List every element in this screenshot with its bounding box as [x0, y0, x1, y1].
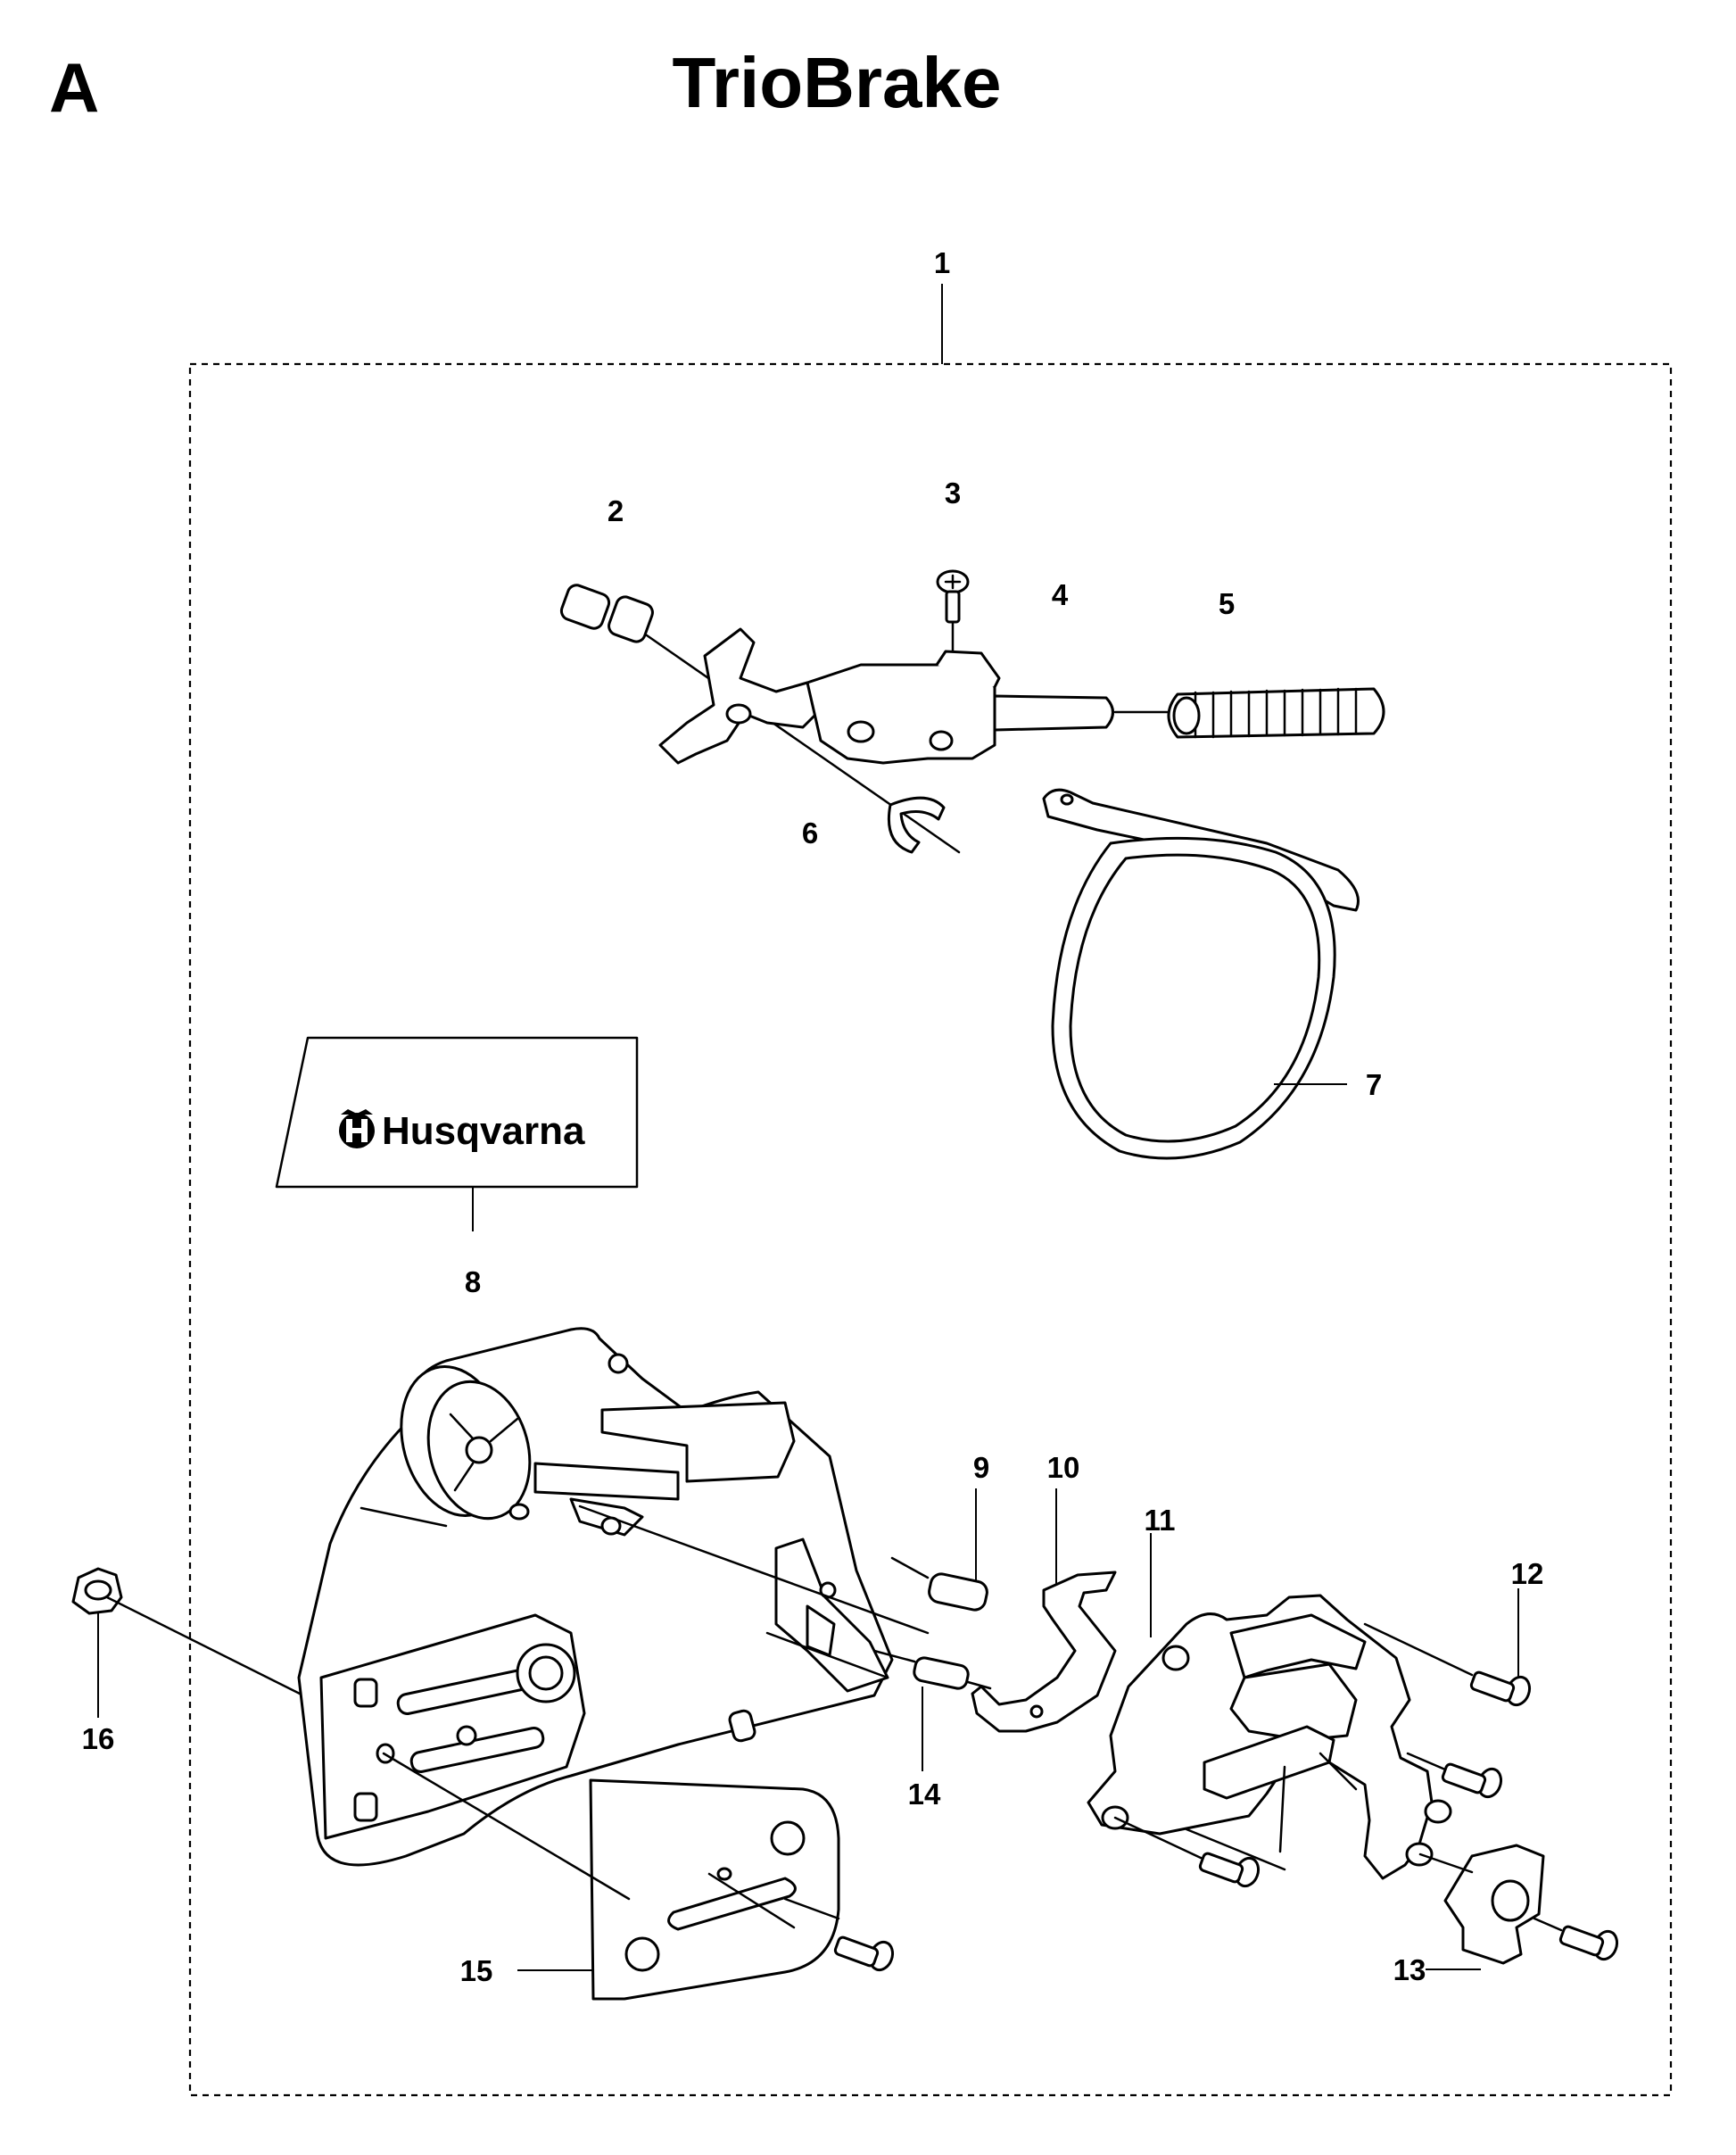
part-8-decal: Husqvarna: [275, 1036, 639, 1231]
callout-11: 11: [1145, 1504, 1176, 1537]
part-9-pin: [890, 1488, 988, 1612]
callout-4: 4: [1052, 578, 1069, 611]
callout-6: 6: [802, 816, 818, 850]
callout-2: 2: [608, 494, 624, 527]
husqvarna-logo-icon: [339, 1109, 375, 1148]
callout-12: 12: [1511, 1557, 1544, 1590]
callout-3: 3: [945, 477, 961, 510]
callout-16: 16: [82, 1722, 115, 1755]
callout-13: 13: [1393, 1953, 1426, 1986]
callout-5: 5: [1219, 587, 1235, 620]
part-7-brake-band: [1042, 788, 1360, 1160]
callout-10: 10: [1047, 1451, 1080, 1484]
decal-brand-text: Husqvarna: [382, 1109, 585, 1153]
callout-15: 15: [460, 1954, 493, 1987]
page-title: TrioBrake: [672, 43, 1001, 122]
part-10-bracket: [971, 1488, 1117, 1733]
section-letter: A: [49, 48, 99, 127]
part-5-spring: [1167, 687, 1385, 739]
part-4-brake-lever: [658, 627, 1188, 765]
part-13-block: [1418, 1844, 1619, 1970]
callout-7: 7: [1366, 1068, 1382, 1101]
part-14-pin: [872, 1649, 992, 1771]
part-12-screws: [833, 1588, 1532, 1972]
assembly-frame: [188, 362, 1673, 2097]
part-6-clip: [887, 796, 946, 854]
callout-8: 8: [465, 1265, 481, 1298]
callout-1: 1: [934, 246, 950, 279]
part-15-guide-plate: [517, 1778, 840, 2001]
part-11-brake-housing: [1087, 1533, 1452, 1880]
callout-14: 14: [908, 1778, 941, 1811]
clutch-cover: [297, 1327, 930, 1929]
part-16-nut: [71, 1567, 332, 1718]
callout-9: 9: [973, 1451, 989, 1484]
part-2-adjuster-sleeve: [559, 584, 961, 854]
